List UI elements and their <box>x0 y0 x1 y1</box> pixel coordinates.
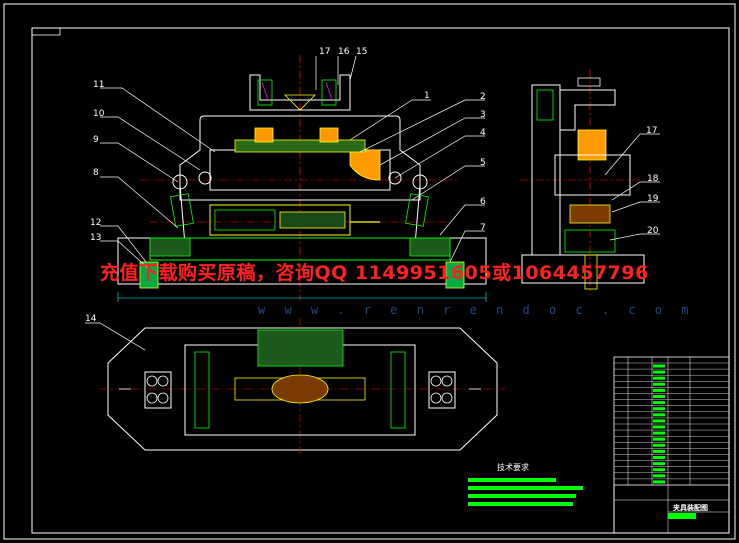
part-number-13: 13 <box>90 233 101 243</box>
leaders-top <box>85 322 146 351</box>
technical-requirements-title: 技术要求 <box>497 463 529 472</box>
bom-cell-mark <box>653 419 665 423</box>
part-number-17: 17 <box>319 47 330 57</box>
part-number-6: 6 <box>480 197 486 207</box>
part-number-14: 14 <box>85 314 97 324</box>
bom-cell-mark <box>653 401 665 405</box>
bom-cell-mark <box>653 474 665 478</box>
part-number-10: 10 <box>93 109 105 119</box>
top-view <box>100 318 505 455</box>
inner-frame <box>31 27 730 534</box>
bom-cell-mark <box>653 407 665 411</box>
bom-rows <box>614 362 729 484</box>
bom-cell-mark <box>653 480 665 484</box>
bom-cell-mark <box>653 437 665 441</box>
bom-cell-mark <box>653 449 665 453</box>
part-number-9: 9 <box>93 135 99 145</box>
part-number-17-side: 17 <box>646 126 657 136</box>
part-number-19: 19 <box>647 194 659 204</box>
bom-cell-mark <box>653 382 665 386</box>
part-numbers-front: 11 10 9 8 12 13 1 2 3 4 5 6 7 17 16 15 <box>90 47 486 243</box>
part-number-15: 15 <box>356 47 367 57</box>
bom-cell-mark <box>653 431 665 435</box>
technical-notes <box>468 478 583 506</box>
bom-cell-mark <box>653 395 665 398</box>
part-number-1: 1 <box>424 91 430 101</box>
watermark-text: 充值下载购买原稿，咨询QQ 1149951605或1064457796 <box>100 262 649 284</box>
part-number-2: 2 <box>480 92 486 102</box>
corner-box <box>31 27 61 36</box>
bom-cell-mark <box>653 468 665 472</box>
bom-cell-mark <box>653 376 665 380</box>
side-view <box>520 70 650 295</box>
bom-cell-mark <box>653 388 665 392</box>
part-number-12: 12 <box>90 218 101 228</box>
part-number-16: 16 <box>338 47 350 57</box>
leaders-side <box>604 133 660 241</box>
title-block <box>613 356 730 534</box>
bom-cell-mark <box>653 443 665 447</box>
part-number-11: 11 <box>93 80 104 90</box>
part-number-5: 5 <box>480 158 486 168</box>
part-number-18: 18 <box>647 174 659 184</box>
part-number-20: 20 <box>647 226 659 236</box>
title-block-title: 夹具装配图 <box>673 504 708 512</box>
part-number-7: 7 <box>480 223 486 233</box>
part-number-8: 8 <box>93 168 99 178</box>
part-number-4: 4 <box>480 128 486 138</box>
front-view <box>117 55 487 302</box>
bom-cell-mark <box>653 456 665 459</box>
bom-cell-mark <box>653 425 665 429</box>
bom-cell-mark <box>653 462 665 466</box>
bom-cell-mark <box>653 364 665 368</box>
outer-frame <box>3 3 736 540</box>
watermark-url: w w w . r e n r e n d o c . c o m <box>258 303 695 317</box>
part-numbers-side: 17 18 19 20 <box>646 126 659 236</box>
bom-cell-mark <box>653 370 665 374</box>
bom-cell-mark <box>653 413 665 417</box>
leaders-front <box>100 55 485 271</box>
part-number-3: 3 <box>480 110 486 120</box>
